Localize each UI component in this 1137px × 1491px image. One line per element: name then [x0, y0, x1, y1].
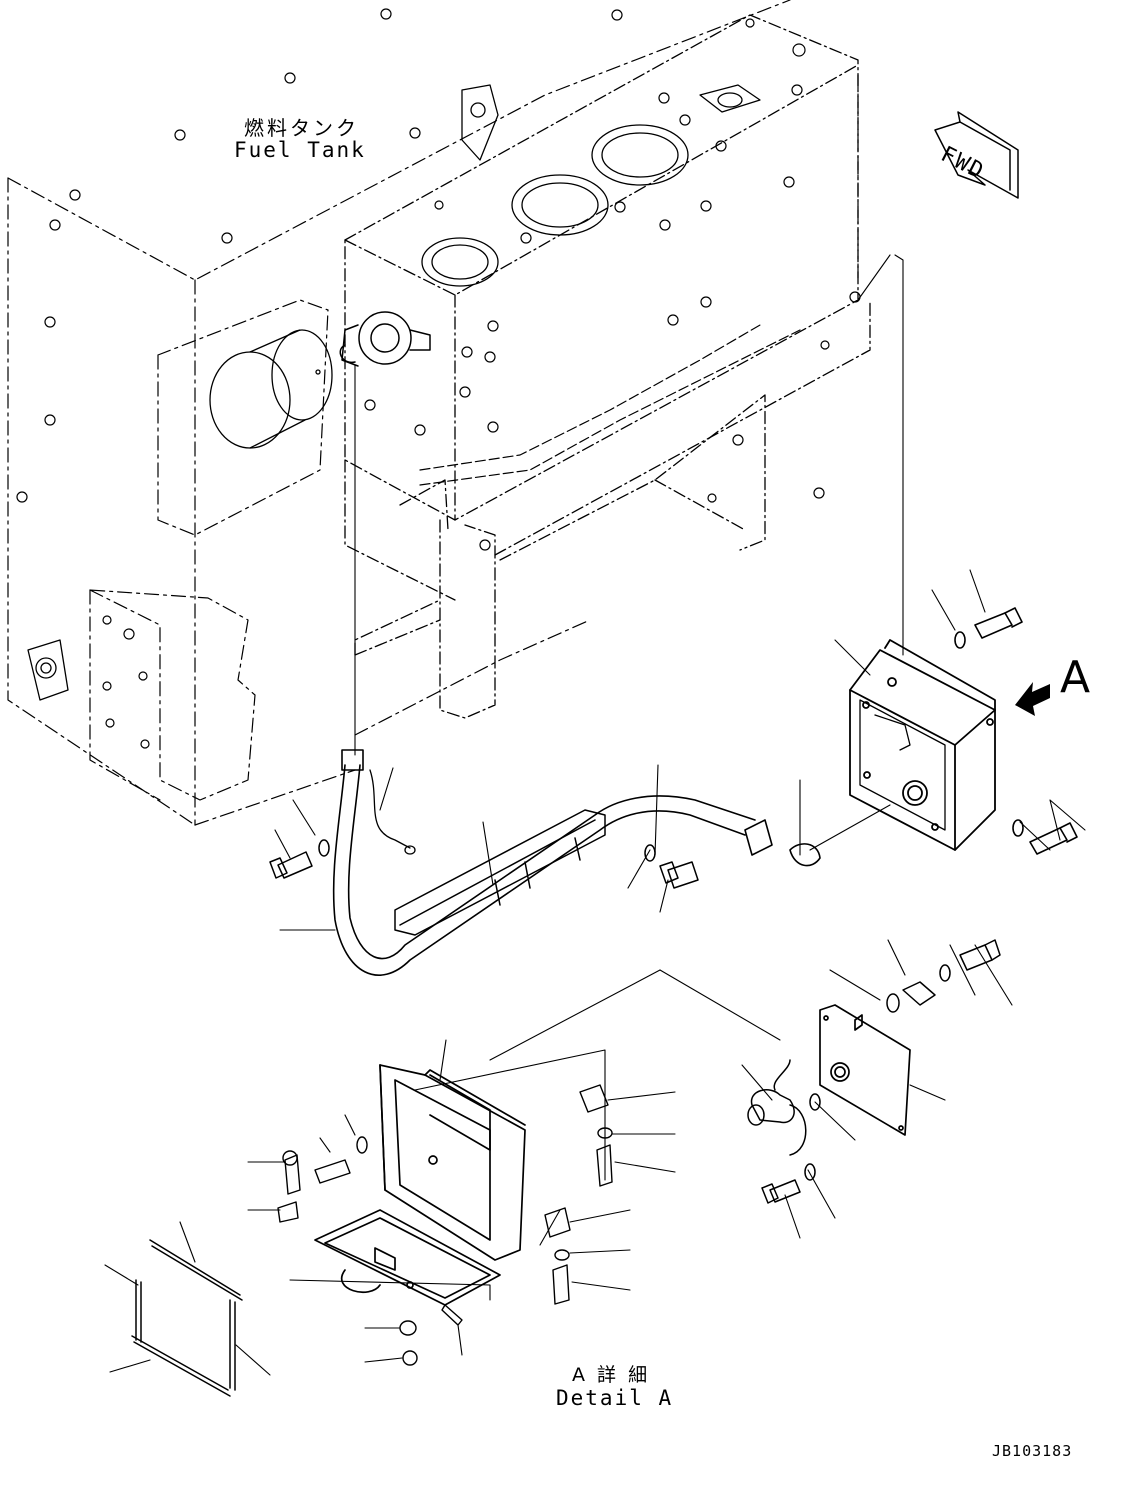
view-a-callout-letter: A [1060, 652, 1091, 703]
part-leader-lines [104, 569, 1086, 1376]
harness-wire [369, 769, 416, 855]
fuel-tank-label-en: Fuel Tank [234, 138, 366, 162]
tank-bracket-box [344, 14, 871, 719]
fuel-hose [332, 749, 821, 976]
gauge-box-assembly [849, 639, 996, 851]
fwd-arrow [934, 111, 1019, 199]
leader-guide-lines [289, 254, 904, 1301]
view-a-arrow [1015, 682, 1050, 716]
level-sender-on-tank [339, 311, 431, 367]
hose-shield [394, 809, 606, 936]
sender-bolts [761, 939, 1001, 1204]
sender-plate [819, 1004, 911, 1136]
sender-fitting [747, 1059, 821, 1156]
detail-a-label-ja: A 詳 細 [572, 1364, 651, 1386]
tank-bolt-heads [16, 8, 623, 749]
drawing-number: JB103183 [992, 1442, 1073, 1460]
detail-a-hardware [277, 1084, 613, 1366]
hose-bolts [269, 839, 699, 889]
gasket-strips [131, 1239, 243, 1397]
tank-port-flange [27, 639, 69, 701]
tank-filler-neck [209, 329, 333, 449]
box-top-flanges [421, 84, 761, 287]
fuel-tank-outline [7, 0, 859, 826]
box-harness [419, 324, 801, 486]
fuel-tank-label-ja: 燃料タンク [244, 116, 359, 140]
gauge-box-bolts [954, 607, 1078, 855]
detail-a-label-en: Detail A [556, 1386, 674, 1410]
detail-a-box [314, 1064, 526, 1306]
box-bolt-heads [364, 18, 861, 551]
